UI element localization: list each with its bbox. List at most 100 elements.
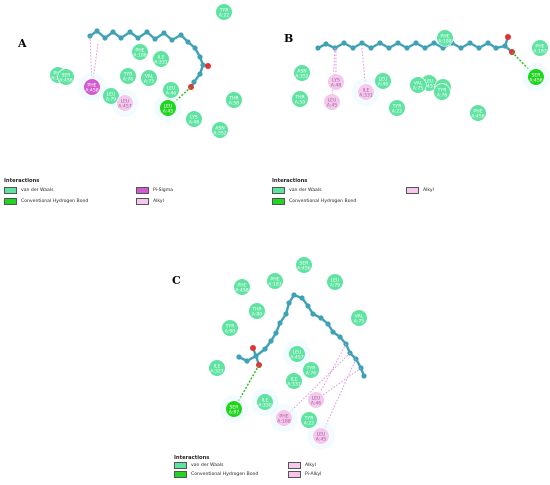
carbon-atom bbox=[178, 32, 184, 38]
legend-label: Pi-Sigma bbox=[153, 188, 174, 193]
residue-circle bbox=[116, 94, 134, 112]
legend-label: Conventional Hydrogen Bond bbox=[289, 199, 357, 204]
carbon-atom bbox=[323, 41, 329, 47]
hbond-swatch bbox=[4, 198, 17, 205]
carbon-atom bbox=[493, 45, 499, 51]
legend-label: van der Waals bbox=[21, 188, 54, 193]
residue-number: A:456 bbox=[297, 266, 310, 272]
residue-circle bbox=[233, 278, 251, 296]
residue-number: A:45 bbox=[316, 437, 327, 443]
carbon-atom bbox=[485, 40, 491, 46]
residue-name: TYR bbox=[306, 365, 317, 371]
residue-circle bbox=[225, 400, 243, 418]
carbon-atom bbox=[191, 79, 197, 85]
residue-number: A:22 bbox=[219, 13, 230, 19]
hydrophobic-interaction-line bbox=[320, 358, 357, 437]
residue-number: A:22 bbox=[304, 421, 315, 427]
carbon-atom bbox=[169, 37, 175, 43]
carbon-atom bbox=[337, 334, 343, 340]
residue-number: A:22 bbox=[392, 109, 403, 115]
residue-name: PHE bbox=[279, 413, 288, 419]
residue-name: LEU bbox=[328, 97, 337, 103]
carbon-atom bbox=[310, 311, 316, 317]
residue-circle bbox=[433, 83, 451, 101]
residue-name: PHE bbox=[535, 43, 544, 49]
carbon-atom bbox=[359, 40, 365, 46]
residue-circle bbox=[162, 81, 180, 99]
residue-circle bbox=[388, 99, 406, 117]
carbon-atom bbox=[305, 303, 311, 309]
residue-name: LEU bbox=[317, 431, 326, 437]
residue-name: VAL bbox=[414, 80, 423, 86]
carbon-atom bbox=[262, 346, 268, 352]
carbon-atom bbox=[502, 43, 508, 49]
legend-item-vdw: van der Waals bbox=[4, 186, 54, 195]
residue-name: ILE bbox=[158, 54, 165, 60]
residue-name: LEU bbox=[379, 76, 388, 82]
residue-number: A:331 bbox=[359, 93, 372, 99]
residue-number: A:87 bbox=[229, 410, 240, 416]
legend-title: Interactions bbox=[272, 178, 308, 184]
residue-circle bbox=[293, 64, 311, 82]
legend-item-vdw: van der Waals bbox=[174, 461, 224, 470]
legend-item-hbond: Conventional Hydrogen Bond bbox=[4, 197, 88, 206]
residue-number: A:90 bbox=[225, 329, 236, 335]
residue-name: VAL bbox=[355, 313, 364, 319]
residue-number: A:327 bbox=[210, 369, 223, 375]
legend-item-pi-alkyl: Pi-Alkyl bbox=[288, 470, 321, 479]
residue-circle bbox=[326, 273, 344, 291]
residue-number: A:331 bbox=[154, 60, 167, 66]
legend-item-alkyl: Alkyl bbox=[136, 197, 164, 206]
residue-circle bbox=[185, 110, 203, 128]
legend-c: Interactions van der Waals Conventional … bbox=[174, 455, 394, 485]
hydrophobic-interaction-line bbox=[361, 47, 367, 93]
legend-a: Interactions van der Waals Conventional … bbox=[4, 178, 264, 218]
residue-circle bbox=[131, 43, 149, 61]
pi-sigma-swatch bbox=[136, 187, 149, 194]
residue-number: A:79 bbox=[106, 97, 117, 103]
carbon-atom bbox=[315, 45, 321, 51]
residue-circle bbox=[208, 359, 226, 377]
residue-name: LEU bbox=[293, 349, 302, 355]
legend-label: Conventional Hydrogen Bond bbox=[21, 199, 89, 204]
carbon-atom bbox=[286, 300, 292, 306]
oxygen-atom bbox=[205, 63, 211, 69]
residue-number: A:456 bbox=[59, 78, 72, 84]
carbon-atom bbox=[200, 62, 206, 68]
carbon-atom bbox=[395, 40, 401, 46]
residue-number: A:458 bbox=[471, 114, 484, 120]
residue-circle bbox=[300, 411, 318, 429]
residue-circle bbox=[295, 256, 313, 274]
oxygen-atom bbox=[505, 34, 511, 40]
legend-label: Alkyl bbox=[423, 188, 434, 193]
residue-name: SER bbox=[531, 72, 541, 78]
carbon-atom bbox=[152, 36, 158, 42]
carbon-atom bbox=[422, 45, 428, 51]
legend-label: van der Waals bbox=[191, 463, 224, 468]
carbon-atom bbox=[135, 35, 141, 41]
residue-name: LEU bbox=[312, 395, 321, 401]
residue-number: A:458 bbox=[235, 288, 248, 294]
residue-name: ILE bbox=[363, 87, 370, 93]
carbon-atom bbox=[144, 29, 150, 35]
residue-name: ILE bbox=[214, 363, 221, 369]
residue-name: THR bbox=[251, 306, 262, 312]
residue-name: LEU bbox=[331, 277, 340, 283]
residue-number: A:46 bbox=[166, 91, 177, 97]
residue-circle bbox=[140, 69, 158, 87]
